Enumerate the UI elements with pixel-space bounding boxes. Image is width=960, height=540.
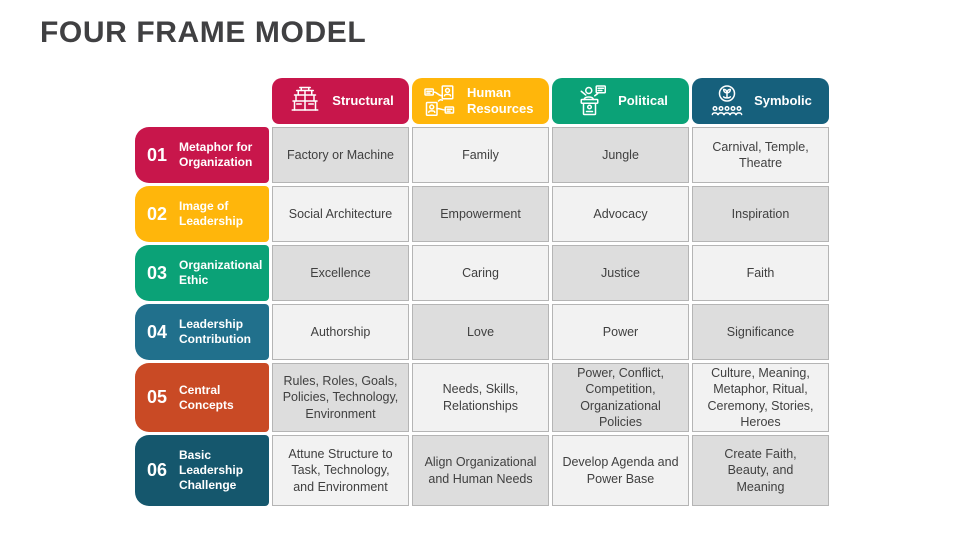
column-header-symbolic: Symbolic bbox=[692, 78, 829, 124]
table-cell: Carnival, Temple, Theatre bbox=[692, 127, 829, 183]
row-label: Basic Leadership Challenge bbox=[179, 448, 244, 492]
row-header-metaphor-for-organization: 01 Metaphor for Organization bbox=[135, 127, 269, 183]
political-icon bbox=[573, 83, 609, 119]
table-cell: Caring bbox=[412, 245, 549, 301]
table-cell: Authorship bbox=[272, 304, 409, 360]
table-cell: Attune Structure to Task, Technology, an… bbox=[272, 435, 409, 506]
column-header-label: Human Resources bbox=[467, 85, 534, 116]
table-cell: Power, Conflict, Competition, Organizati… bbox=[552, 363, 689, 432]
table-corner-spacer bbox=[135, 78, 269, 124]
table-cell: Inspiration bbox=[692, 186, 829, 242]
row-number: 01 bbox=[146, 144, 168, 165]
table-cell: Align Organizational and Human Needs bbox=[412, 435, 549, 506]
table-cell: Develop Agenda and Power Base bbox=[552, 435, 689, 506]
human-resources-icon bbox=[422, 83, 458, 119]
column-header-human-resources: Human Resources bbox=[412, 78, 549, 124]
table-cell: Love bbox=[412, 304, 549, 360]
column-header-structural: Structural bbox=[272, 78, 409, 124]
table-cell: Needs, Skills, Relationships bbox=[412, 363, 549, 432]
table-cell: Empowerment bbox=[412, 186, 549, 242]
column-header-label: Symbolic bbox=[754, 93, 812, 109]
row-number: 06 bbox=[146, 460, 168, 480]
table-cell: Culture, Meaning, Metaphor, Ritual, Cere… bbox=[692, 363, 829, 432]
row-number: 02 bbox=[146, 203, 168, 224]
row-label: Leadership Contribution bbox=[179, 317, 251, 346]
table-cell: Create Faith, Beauty, and Meaning bbox=[692, 435, 829, 506]
table-cell: Rules, Roles, Goals, Policies, Technolog… bbox=[272, 363, 409, 432]
row-number: 03 bbox=[146, 262, 168, 283]
row-label: Metaphor for Organization bbox=[179, 140, 253, 169]
row-label: Image of Leadership bbox=[179, 199, 244, 228]
four-frame-table: Structural Human Resources bbox=[135, 78, 829, 506]
row-label: Organizational Ethic bbox=[179, 258, 263, 287]
row-number: 05 bbox=[146, 387, 168, 407]
row-header-organizational-ethic: 03 Organizational Ethic bbox=[135, 245, 269, 301]
table-cell: Factory or Machine bbox=[272, 127, 409, 183]
row-header-central-concepts: 05 Central Concepts bbox=[135, 363, 269, 432]
row-label: Central Concepts bbox=[179, 382, 234, 412]
symbolic-icon bbox=[709, 83, 745, 119]
table-cell: Justice bbox=[552, 245, 689, 301]
table-cell: Jungle bbox=[552, 127, 689, 183]
row-header-leadership-contribution: 04 Leadership Contribution bbox=[135, 304, 269, 360]
column-header-label: Political bbox=[618, 93, 668, 109]
table-cell: Family bbox=[412, 127, 549, 183]
table-cell: Excellence bbox=[272, 245, 409, 301]
table-cell: Power bbox=[552, 304, 689, 360]
table-cell: Advocacy bbox=[552, 186, 689, 242]
page-title: FOUR FRAME MODEL bbox=[40, 16, 367, 49]
table-cell: Significance bbox=[692, 304, 829, 360]
row-header-basic-leadership-challenge: 06 Basic Leadership Challenge bbox=[135, 435, 269, 506]
column-header-political: Political bbox=[552, 78, 689, 124]
table-cell: Faith bbox=[692, 245, 829, 301]
row-header-image-of-leadership: 02 Image of Leadership bbox=[135, 186, 269, 242]
table-cell: Social Architecture bbox=[272, 186, 409, 242]
column-header-label: Structural bbox=[332, 93, 394, 109]
structural-icon bbox=[287, 83, 323, 119]
row-number: 04 bbox=[146, 321, 168, 342]
